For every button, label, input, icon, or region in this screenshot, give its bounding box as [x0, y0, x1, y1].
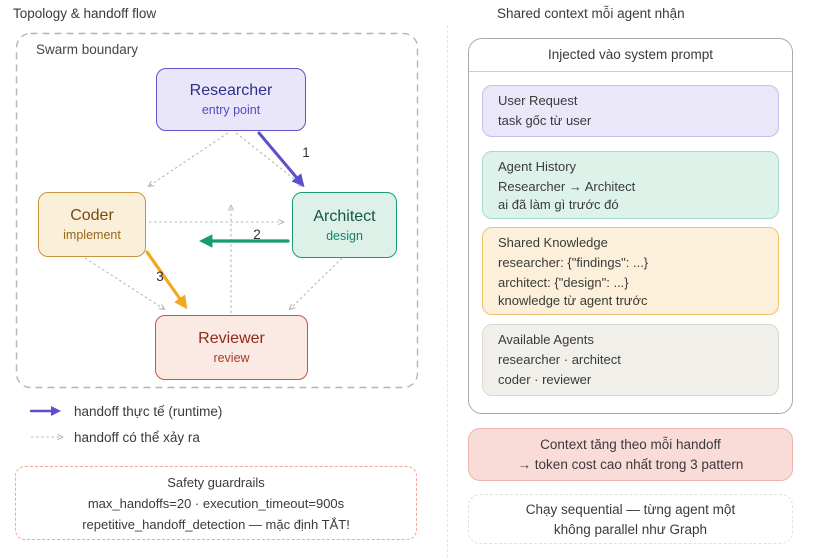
edge-possible-architect-reviewer	[290, 257, 343, 309]
card-shared-knowledge: Shared Knowledge researcher: {"findings"…	[482, 227, 779, 315]
shared-context-panel: Injected vào system prompt User Request …	[468, 38, 793, 414]
safety-guardrails-box: Safety guardrails max_handoffs=20 · exec…	[15, 466, 417, 540]
edge-possible-researcher-coder	[149, 132, 229, 186]
card-user-request-title: User Request	[498, 93, 578, 108]
card-shared-knowledge-line1: researcher: {"findings": ...}	[498, 255, 649, 270]
node-reviewer-title: Reviewer	[198, 330, 265, 347]
node-reviewer: Reviewer review	[155, 315, 308, 380]
safety-guardrails-title: Safety guardrails	[167, 475, 265, 490]
edge-handoff-1-researcher-architect	[257, 131, 305, 187]
card-user-request: User Request task gốc từ user	[482, 85, 779, 137]
card-shared-knowledge-title: Shared Knowledge	[498, 235, 608, 250]
node-architect-subtitle: design	[326, 228, 363, 243]
edge-possible-coder-reviewer	[84, 257, 164, 309]
sequential-note-line1: Chạy sequential — từng agent một	[525, 502, 736, 517]
panel-header: Injected vào system prompt	[469, 39, 792, 72]
card-shared-knowledge-note: knowledge từ agent trước	[498, 293, 648, 308]
edge-handoff-3-coder-reviewer	[145, 250, 188, 310]
card-available-agents-line1: researcher · architect	[498, 352, 621, 367]
context-cost-line2: → token cost cao nhất trong 3 pattern	[517, 457, 744, 472]
card-agent-history-title: Agent History	[498, 159, 577, 174]
card-agent-history-note: ai đã làm gì trước đó	[498, 197, 619, 212]
edge-possible-researcher-architect	[235, 132, 303, 186]
card-available-agents-line2: coder · reviewer	[498, 372, 592, 387]
node-researcher-title: Researcher	[189, 82, 273, 99]
legend-runtime-label: handoff thực tế (runtime)	[74, 404, 223, 419]
node-researcher: Researcher entry point	[156, 68, 306, 131]
left-panel-title: Topology & handoff flow	[13, 6, 157, 21]
safety-guardrails-line1: max_handoffs=20 · execution_timeout=900s	[87, 496, 345, 511]
card-agent-history-line: Researcher → Architect	[498, 179, 636, 194]
safety-guardrails-line2: repetitive_handoff_detection — mặc định …	[82, 517, 350, 532]
edge-label-2-halo	[246, 233, 269, 248]
context-cost-note: Context tăng theo mỗi handoff → token co…	[468, 428, 793, 481]
node-coder-title: Coder	[70, 207, 114, 224]
edge-label-1: 1	[302, 145, 310, 160]
legend-possible-label: handoff có thể xảy ra	[74, 430, 200, 445]
node-reviewer-subtitle: review	[213, 351, 250, 365]
node-architect: Architect design	[292, 192, 397, 258]
edge-label-3: 3	[156, 269, 164, 284]
card-agent-history: Agent History Researcher → Architect ai …	[482, 151, 779, 219]
card-shared-knowledge-line2: architect: {"design": ...}	[498, 275, 629, 290]
swarm-boundary-label: Swarm boundary	[36, 42, 139, 57]
card-available-agents-title: Available Agents	[498, 332, 594, 347]
node-coder-subtitle: implement	[63, 228, 121, 242]
node-architect-title: Architect	[313, 207, 376, 225]
sequential-note: Chạy sequential — từng agent một không p…	[468, 494, 793, 544]
column-divider	[447, 25, 448, 557]
card-user-request-line: task gốc từ user	[498, 113, 592, 128]
context-cost-line1: Context tăng theo mỗi handoff	[540, 437, 721, 452]
node-researcher-subtitle: entry point	[201, 103, 261, 117]
right-panel-title: Shared context mỗi agent nhận	[497, 6, 685, 21]
edge-label-2: 2	[253, 227, 261, 242]
card-available-agents: Available Agents researcher · architect …	[482, 324, 779, 396]
sequential-note-line2: không parallel như Graph	[553, 522, 708, 537]
node-coder: Coder implement	[38, 192, 146, 257]
